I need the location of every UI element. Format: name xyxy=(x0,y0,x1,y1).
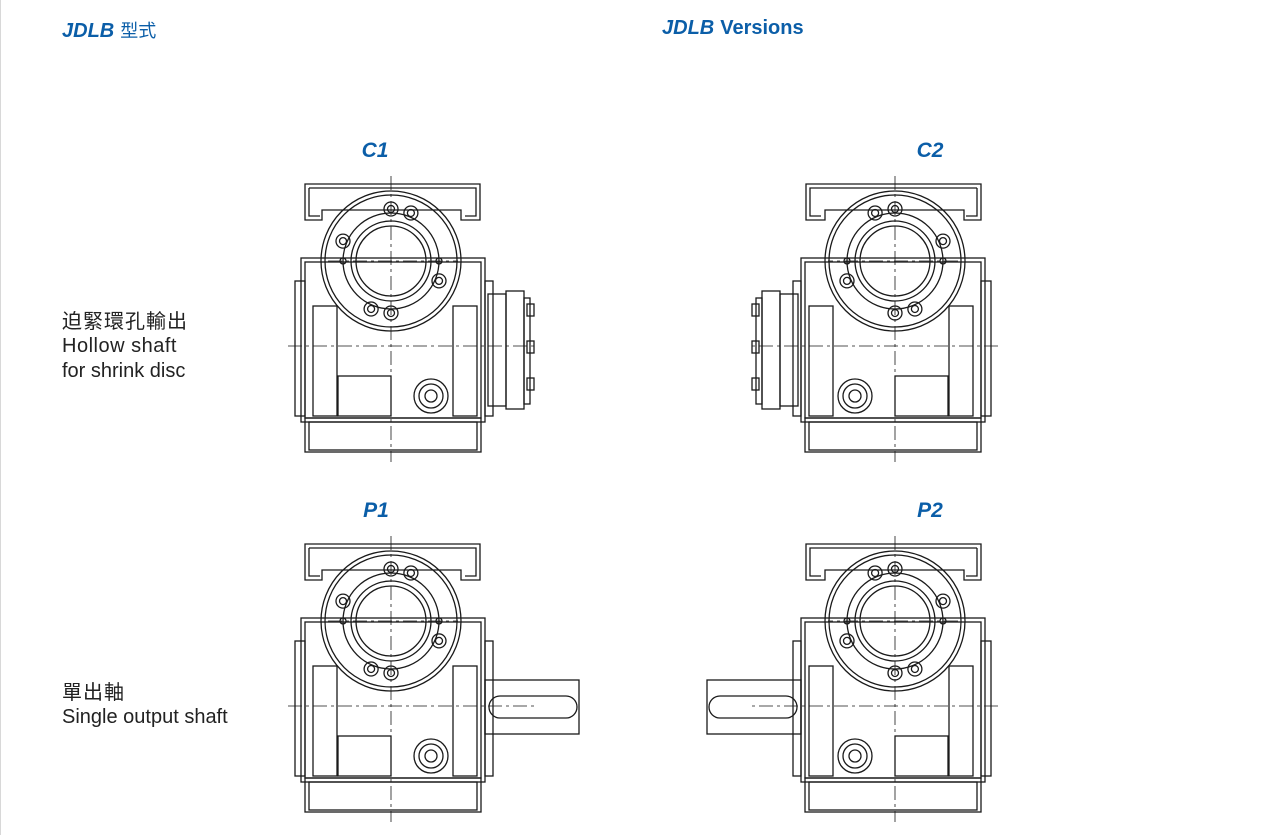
gearbox-drawing-c1 xyxy=(243,166,543,466)
header-left-suffix: 型式 xyxy=(120,21,157,42)
header-right-model: JDLB xyxy=(662,17,715,39)
hollow-shaft-label-en-line1: Hollow shaft xyxy=(62,335,177,357)
hollow-shaft-label: 迫緊環孔輸出 Hollow shaft for shrink disc xyxy=(62,309,188,384)
single-shaft-label-en: Single output shaft xyxy=(62,706,228,728)
version-title-c2: C2 xyxy=(916,139,944,162)
header-left-model: JDLB xyxy=(62,20,115,42)
gearbox-drawing-c2 xyxy=(743,166,1043,466)
hollow-shaft-label-zh: 迫緊環孔輸出 xyxy=(62,309,188,333)
header-right-suffix: Versions xyxy=(720,17,804,39)
page-edge-divider xyxy=(0,0,1,835)
single-shaft-label: 單出軸 Single output shaft xyxy=(62,680,228,730)
single-shaft-label-zh: 單出軸 xyxy=(62,680,125,704)
version-title-p1: P1 xyxy=(363,499,389,522)
version-title-p2: P2 xyxy=(917,499,943,522)
hollow-shaft-label-en-line2: for shrink disc xyxy=(62,360,186,382)
gearbox-drawing-p2 xyxy=(706,526,1043,826)
version-title-c1: C1 xyxy=(361,139,389,162)
gearbox-drawing-p1 xyxy=(243,526,580,826)
